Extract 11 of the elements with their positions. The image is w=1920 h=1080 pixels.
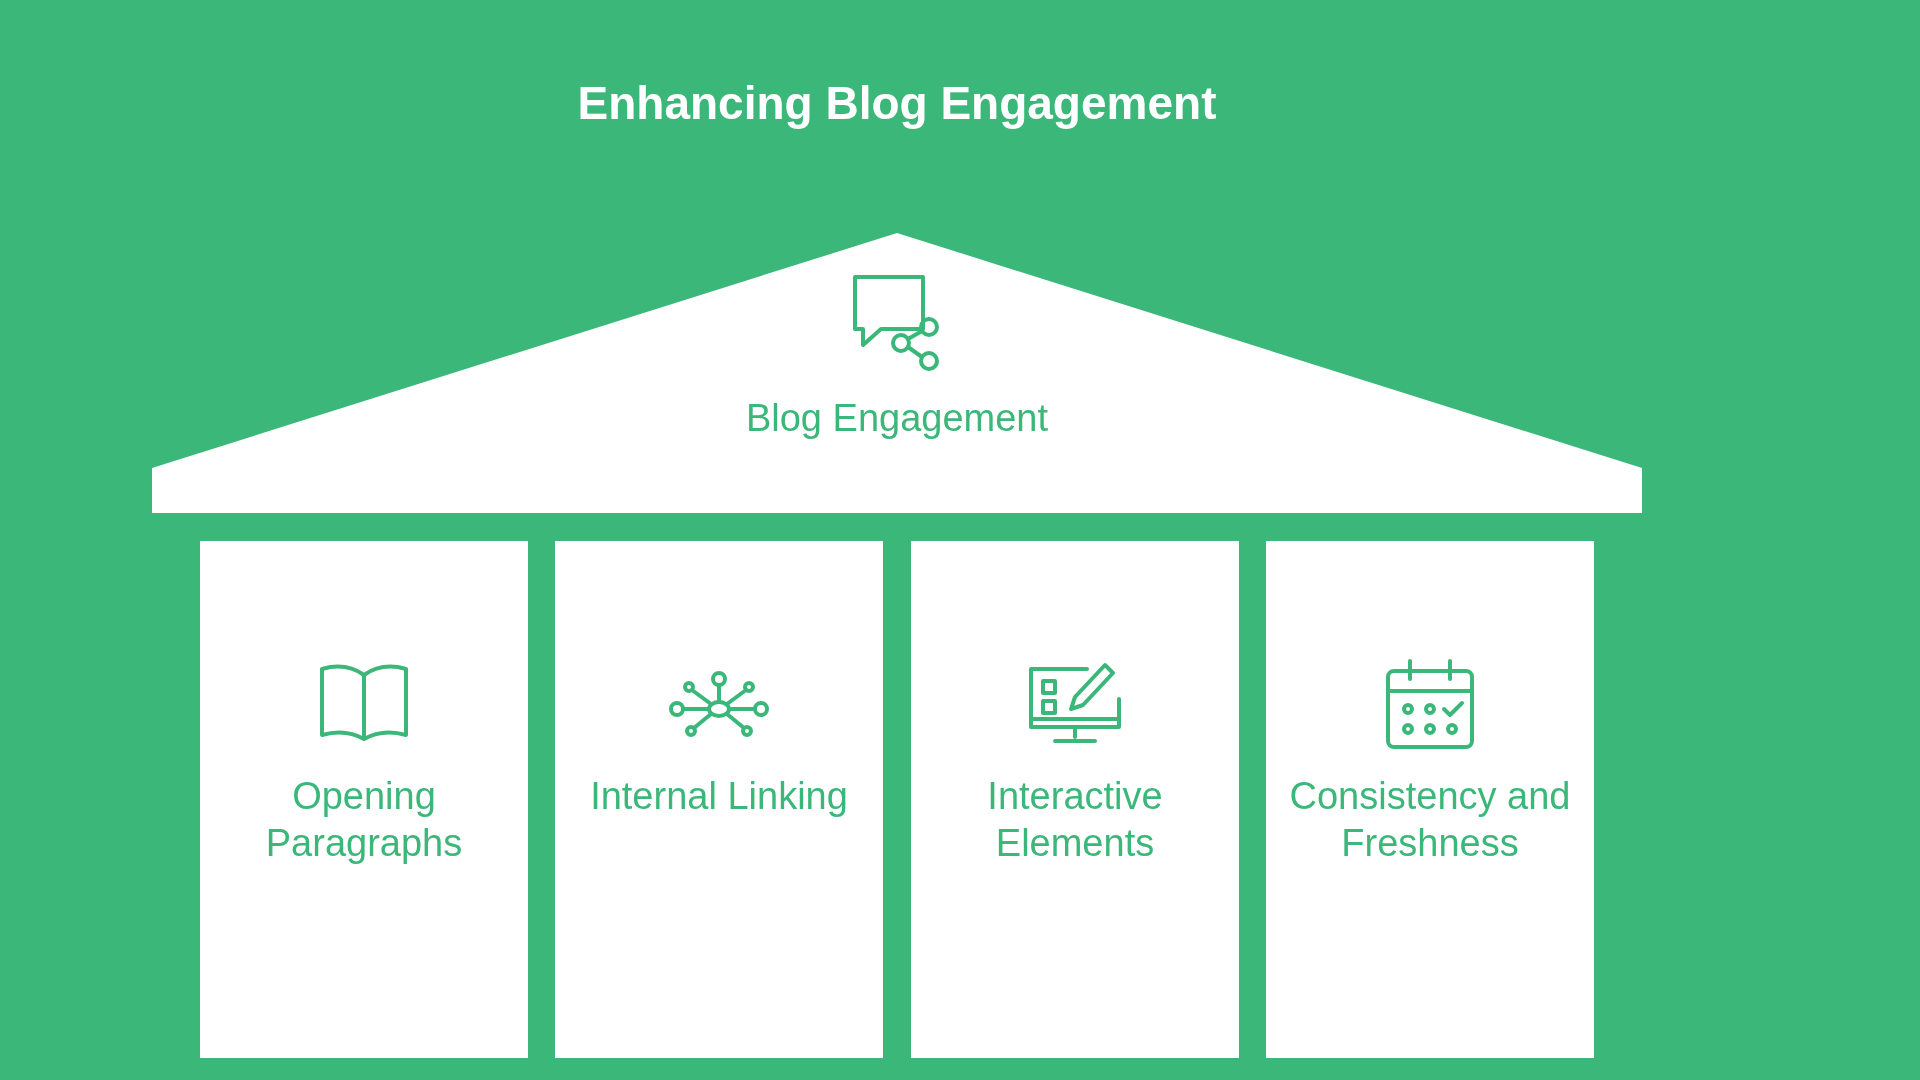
pillar-label: Opening Paragraphs [264,774,464,866]
diagram-title: Enhancing Blog Engagement [577,76,1217,130]
pillar-label: Interactive Elements [986,774,1164,866]
roof-label: Blog Engagement [745,396,1049,441]
pillar-card [911,541,1239,1058]
pillar-card [1266,541,1594,1058]
pillar-label: Consistency and Freshness [1288,774,1572,866]
pillar-card [200,541,528,1058]
roof-shape [152,233,1642,513]
pillar-card [555,541,883,1058]
pillar-label: Internal Linking [590,774,848,819]
